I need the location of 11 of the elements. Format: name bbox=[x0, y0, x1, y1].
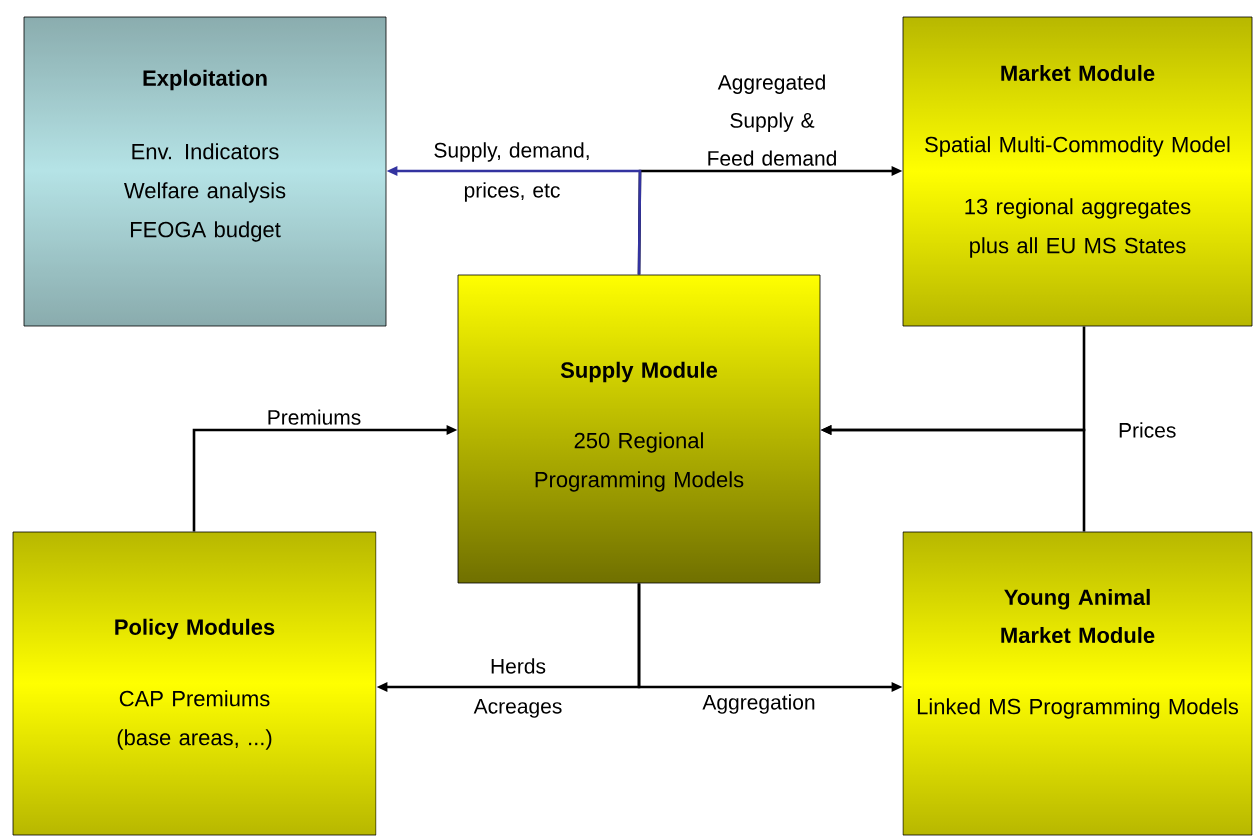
edge-label: Aggregation bbox=[702, 694, 815, 714]
edge-label: Herds Acreages bbox=[473, 658, 562, 718]
module-box: Supply Module 250 Regional Programming Models bbox=[457, 274, 821, 584]
module-box: Policy Modules CAP Premiums (base areas, ...) bbox=[12, 531, 377, 836]
module-box: Exploitation Env. Indicators Welfare analysis FEOGA budget bbox=[23, 16, 387, 327]
module-box: Young Animal Market Module Linked MS Programming Models bbox=[902, 531, 1253, 836]
edge-label: Aggregated Supply & Feed demand bbox=[708, 74, 836, 166]
edge-label: Premiums bbox=[268, 409, 361, 425]
edge-label: Supply, demand, prices, etc bbox=[434, 142, 589, 202]
module-box: Market Module Spatial Multi-Commodity Model 13 regional aggregates plus all EU MS States bbox=[902, 16, 1253, 327]
edge-label: Prices bbox=[1119, 422, 1176, 438]
